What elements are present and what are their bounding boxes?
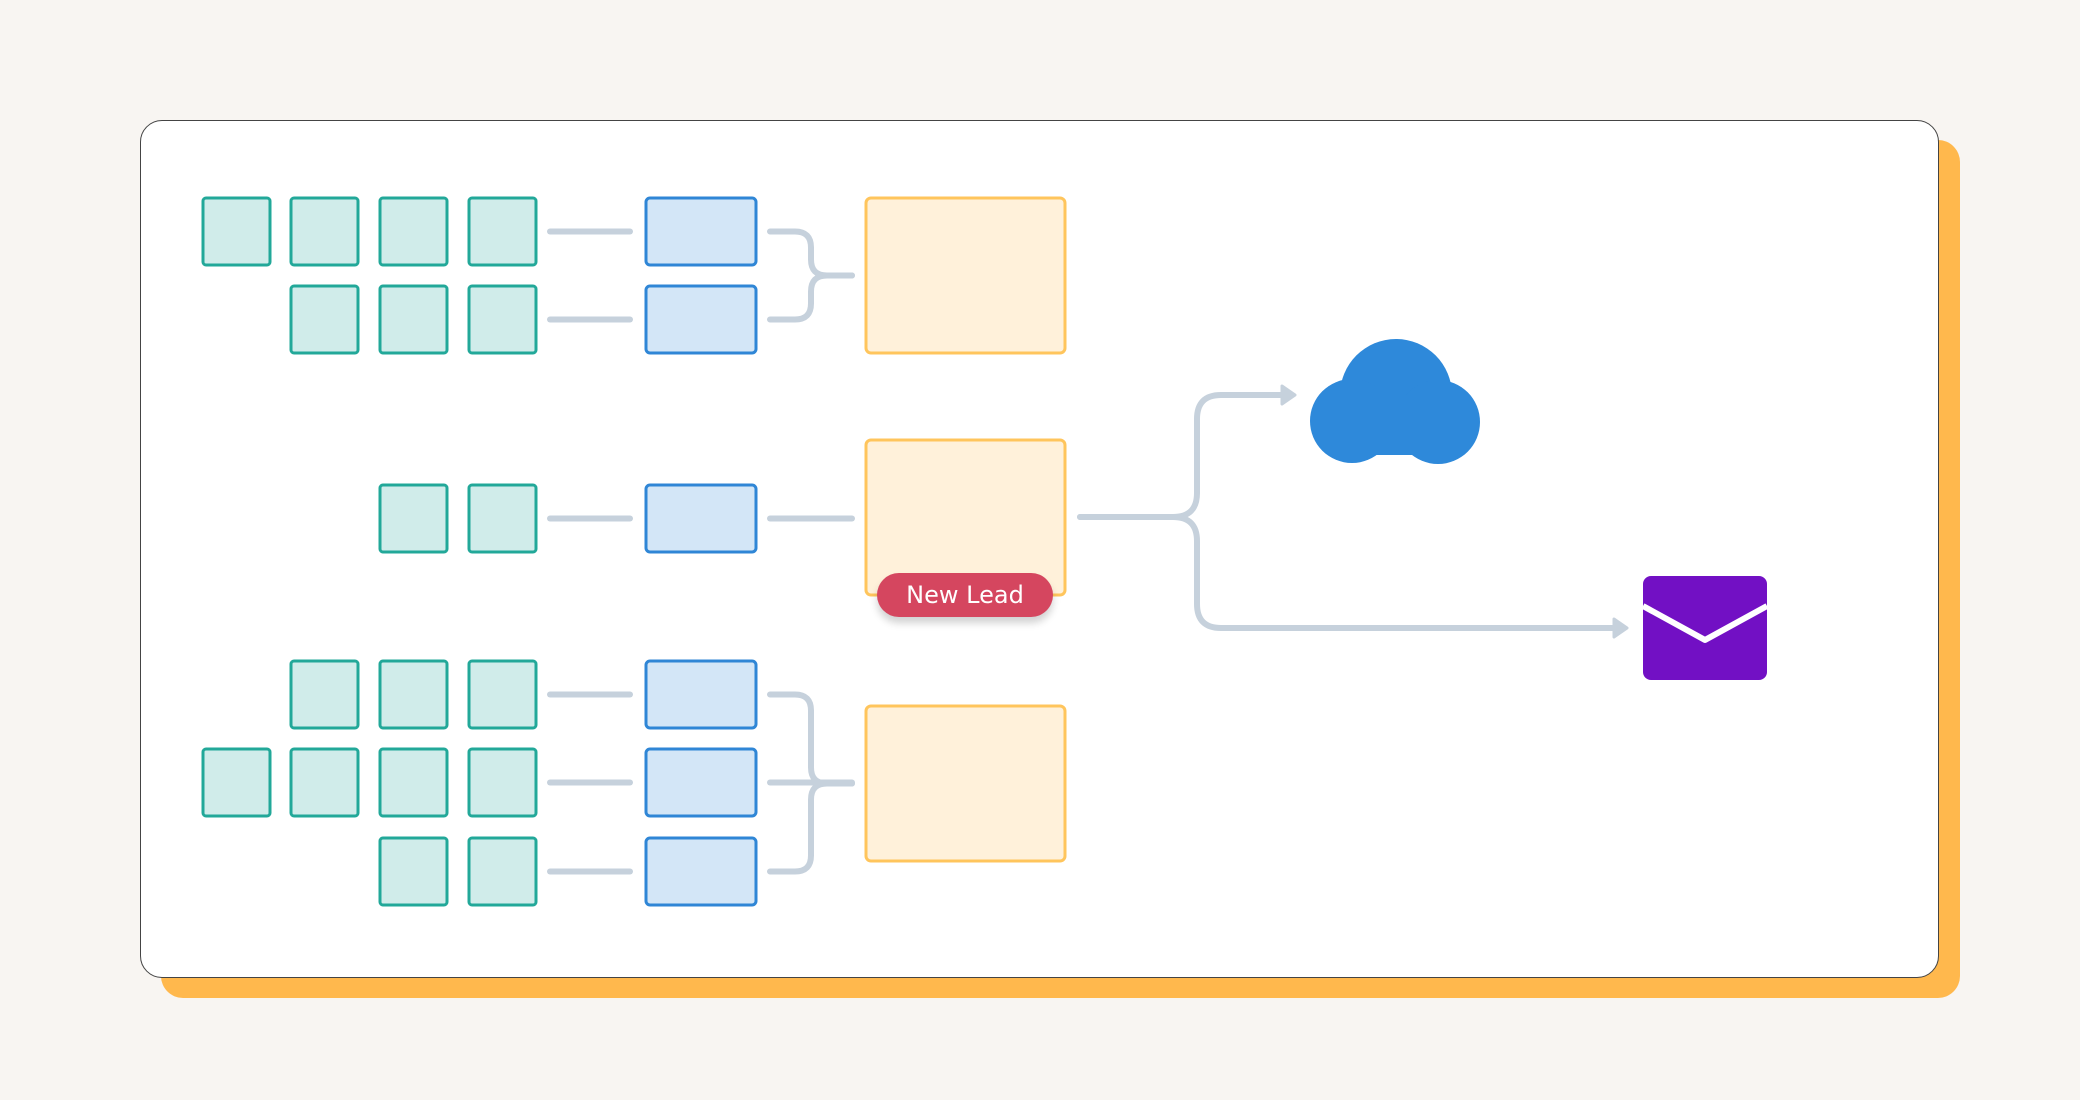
source-node — [467, 196, 538, 267]
source-node — [378, 836, 449, 907]
source-node — [378, 196, 449, 267]
connector-line — [767, 780, 855, 875]
source-node — [201, 747, 272, 818]
source-node — [378, 659, 449, 730]
connector-line — [767, 228, 855, 279]
cloud-shape — [1352, 395, 1438, 455]
step-node — [644, 659, 758, 730]
step-node — [644, 747, 758, 818]
step-node — [644, 196, 758, 267]
target-node — [864, 704, 1067, 863]
source-node — [467, 836, 538, 907]
connector-line — [767, 272, 855, 323]
source-node — [378, 483, 449, 554]
source-node — [378, 747, 449, 818]
source-node — [201, 196, 272, 267]
source-node — [378, 284, 449, 355]
step-node — [644, 483, 758, 554]
step-node — [644, 836, 758, 907]
source-node — [289, 196, 360, 267]
source-node — [467, 747, 538, 818]
source-node — [289, 747, 360, 818]
source-node — [289, 284, 360, 355]
target-node — [864, 196, 1067, 355]
target-node — [864, 438, 1067, 597]
envelope-flap — [1641, 603, 1769, 643]
envelope-icon — [1643, 576, 1767, 680]
source-node — [467, 659, 538, 730]
cloud-icon — [1310, 339, 1480, 464]
source-node — [467, 284, 538, 355]
arrow-head — [1612, 617, 1629, 639]
new-lead-badge: New Lead — [877, 573, 1053, 617]
source-node — [289, 659, 360, 730]
branch-to-mail — [1077, 514, 1619, 631]
connector-line — [767, 691, 855, 787]
source-node — [467, 483, 538, 554]
arrow-head — [1280, 384, 1297, 406]
step-node — [644, 284, 758, 355]
branch-to-cloud — [1077, 392, 1287, 520]
